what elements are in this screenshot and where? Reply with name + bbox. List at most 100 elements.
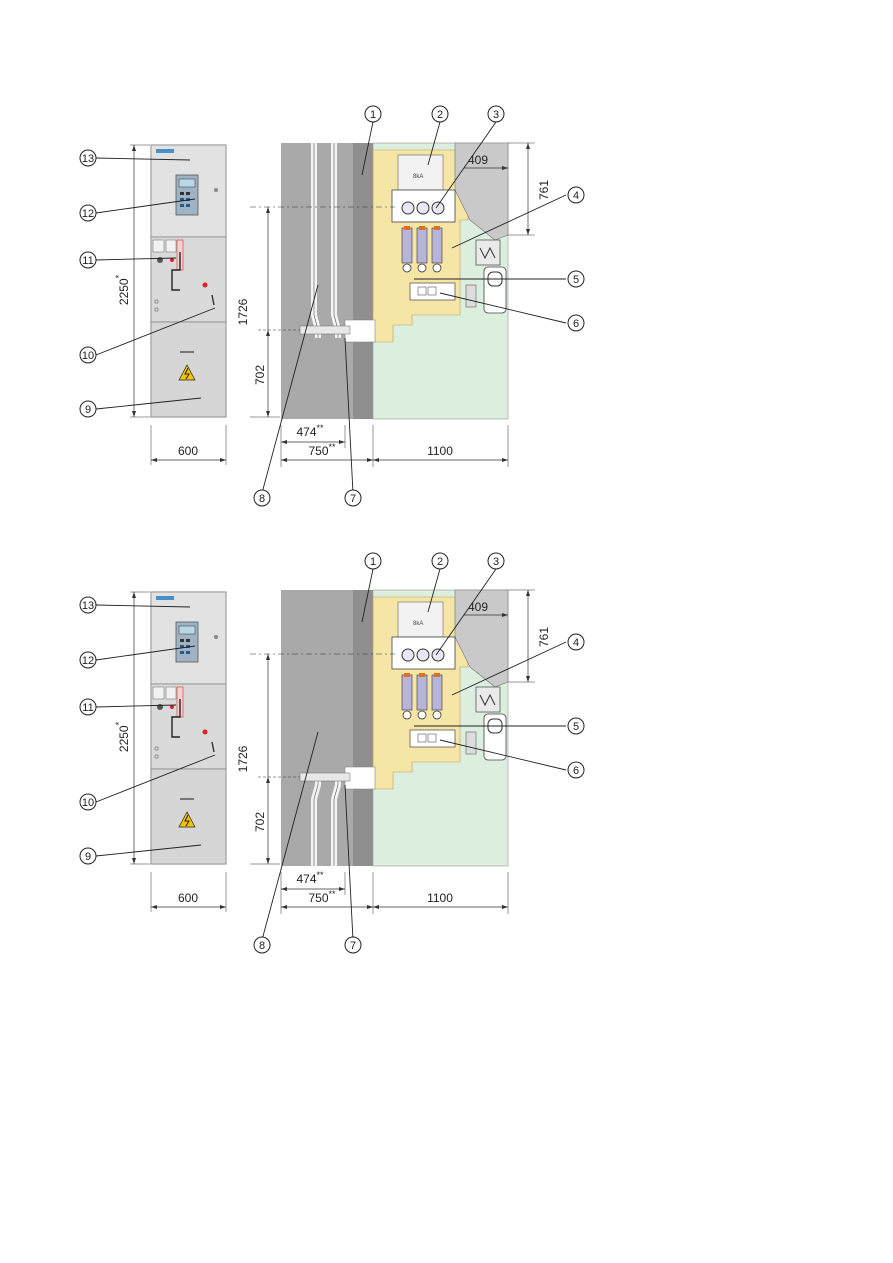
front-dimensions	[130, 591, 227, 912]
callout-number: 11	[82, 255, 93, 267]
siemens-logo	[156, 596, 174, 600]
callout-1: 1	[364, 105, 382, 123]
callout-number: 13	[82, 600, 94, 612]
svg-text:2250*: 2250*	[114, 721, 131, 752]
callout-number: 11	[82, 702, 93, 714]
callout-9: 9	[79, 400, 97, 418]
siemens-logo	[156, 149, 174, 153]
callout-5: 5	[567, 270, 585, 288]
svg-text:750**: 750**	[308, 889, 336, 905]
callout-13: 13	[79, 149, 97, 167]
callout-number: 6	[573, 765, 579, 777]
callout-number: 2	[437, 109, 443, 121]
callout-2: 2	[431, 552, 449, 570]
callout-number: 3	[493, 109, 499, 121]
leader-lines	[95, 121, 567, 494]
svg-text:474**: 474**	[296, 423, 324, 439]
callout-11: 11	[79, 251, 97, 269]
callout-12: 12	[79, 204, 97, 222]
front-view	[150, 144, 227, 418]
svg-text:761: 761	[537, 627, 551, 647]
callout-10: 10	[79, 793, 97, 811]
callout-3: 3	[487, 105, 505, 123]
callout-number: 9	[85, 404, 91, 416]
svg-text:474**: 474**	[296, 870, 324, 886]
switchgear-drawing: 8kA	[79, 105, 585, 507]
side-dimensions	[250, 589, 535, 914]
callout-number: 4	[573, 190, 579, 202]
callout-number: 1	[370, 109, 376, 121]
callout-5: 5	[567, 717, 585, 735]
front-view	[150, 591, 227, 865]
callout-number: 7	[350, 493, 356, 505]
cable-bracket	[299, 772, 351, 782]
svg-text:409: 409	[468, 600, 488, 614]
callout-2: 2	[431, 105, 449, 123]
cable-bracket	[299, 325, 351, 335]
callout-number: 10	[82, 797, 94, 809]
fuse-label: 8kA	[413, 174, 423, 180]
fuse-2	[416, 674, 428, 711]
svg-text:409: 409	[468, 153, 488, 167]
callout-12: 12	[79, 651, 97, 669]
svg-text:600: 600	[178, 891, 198, 905]
callout-number: 10	[82, 350, 94, 362]
callout-number: 7	[350, 940, 356, 952]
dimension-labels: 2250* 600 1726 702 474** 750** 1100 409 …	[114, 600, 551, 905]
callout-13: 13	[79, 596, 97, 614]
callout-1: 1	[364, 552, 382, 570]
callout-number: 5	[573, 274, 579, 286]
fuse-1	[401, 674, 413, 711]
callout-number: 2	[437, 556, 443, 568]
dimension-labels: 2250* 600 1726 702 474** 750** 1100 409 …	[114, 153, 551, 458]
callout-4: 4	[567, 633, 585, 651]
cables	[299, 143, 351, 338]
figure-bottom: 8kA	[0, 527, 893, 987]
callout-6: 6	[567, 314, 585, 332]
svg-text:1100: 1100	[427, 444, 453, 458]
warning-icon	[178, 364, 196, 381]
switchgear-drawing: 8kA	[79, 552, 585, 954]
callout-number: 5	[573, 721, 579, 733]
cables	[299, 772, 351, 866]
svg-text:702: 702	[253, 365, 267, 385]
callout-4: 4	[567, 186, 585, 204]
front-dimensions	[130, 144, 227, 465]
callout-number: 1	[370, 556, 376, 568]
callout-6: 6	[567, 761, 585, 779]
callout-8: 8	[253, 489, 271, 507]
callout-11: 11	[79, 698, 97, 716]
callout-number: 4	[573, 637, 579, 649]
svg-text:750**: 750**	[308, 442, 336, 458]
callout-number: 13	[82, 153, 94, 165]
callout-3: 3	[487, 552, 505, 570]
fuse-2	[416, 227, 428, 264]
callout-number: 12	[82, 208, 94, 220]
side-dimensions	[250, 142, 535, 467]
callout-7: 7	[344, 489, 362, 507]
callout-number: 8	[259, 940, 265, 952]
svg-text:1726: 1726	[236, 745, 250, 772]
callout-7: 7	[344, 936, 362, 954]
callout-8: 8	[253, 936, 271, 954]
svg-text:2250*: 2250*	[114, 274, 131, 305]
callout-10: 10	[79, 346, 97, 364]
fuse-3	[431, 227, 443, 264]
leader-lines	[95, 568, 567, 941]
callout-number: 3	[493, 556, 499, 568]
svg-text:761: 761	[537, 180, 551, 200]
svg-text:1726: 1726	[236, 298, 250, 325]
warning-icon	[178, 811, 196, 828]
callout-number: 8	[259, 493, 265, 505]
callout-number: 6	[573, 318, 579, 330]
fuse-3	[431, 674, 443, 711]
callout-9: 9	[79, 847, 97, 865]
svg-text:702: 702	[253, 812, 267, 832]
fuse-label: 8kA	[413, 621, 423, 627]
figure-top: 8kA	[0, 80, 893, 540]
svg-text:600: 600	[178, 444, 198, 458]
fuse-1	[401, 227, 413, 264]
callout-number: 9	[85, 851, 91, 863]
